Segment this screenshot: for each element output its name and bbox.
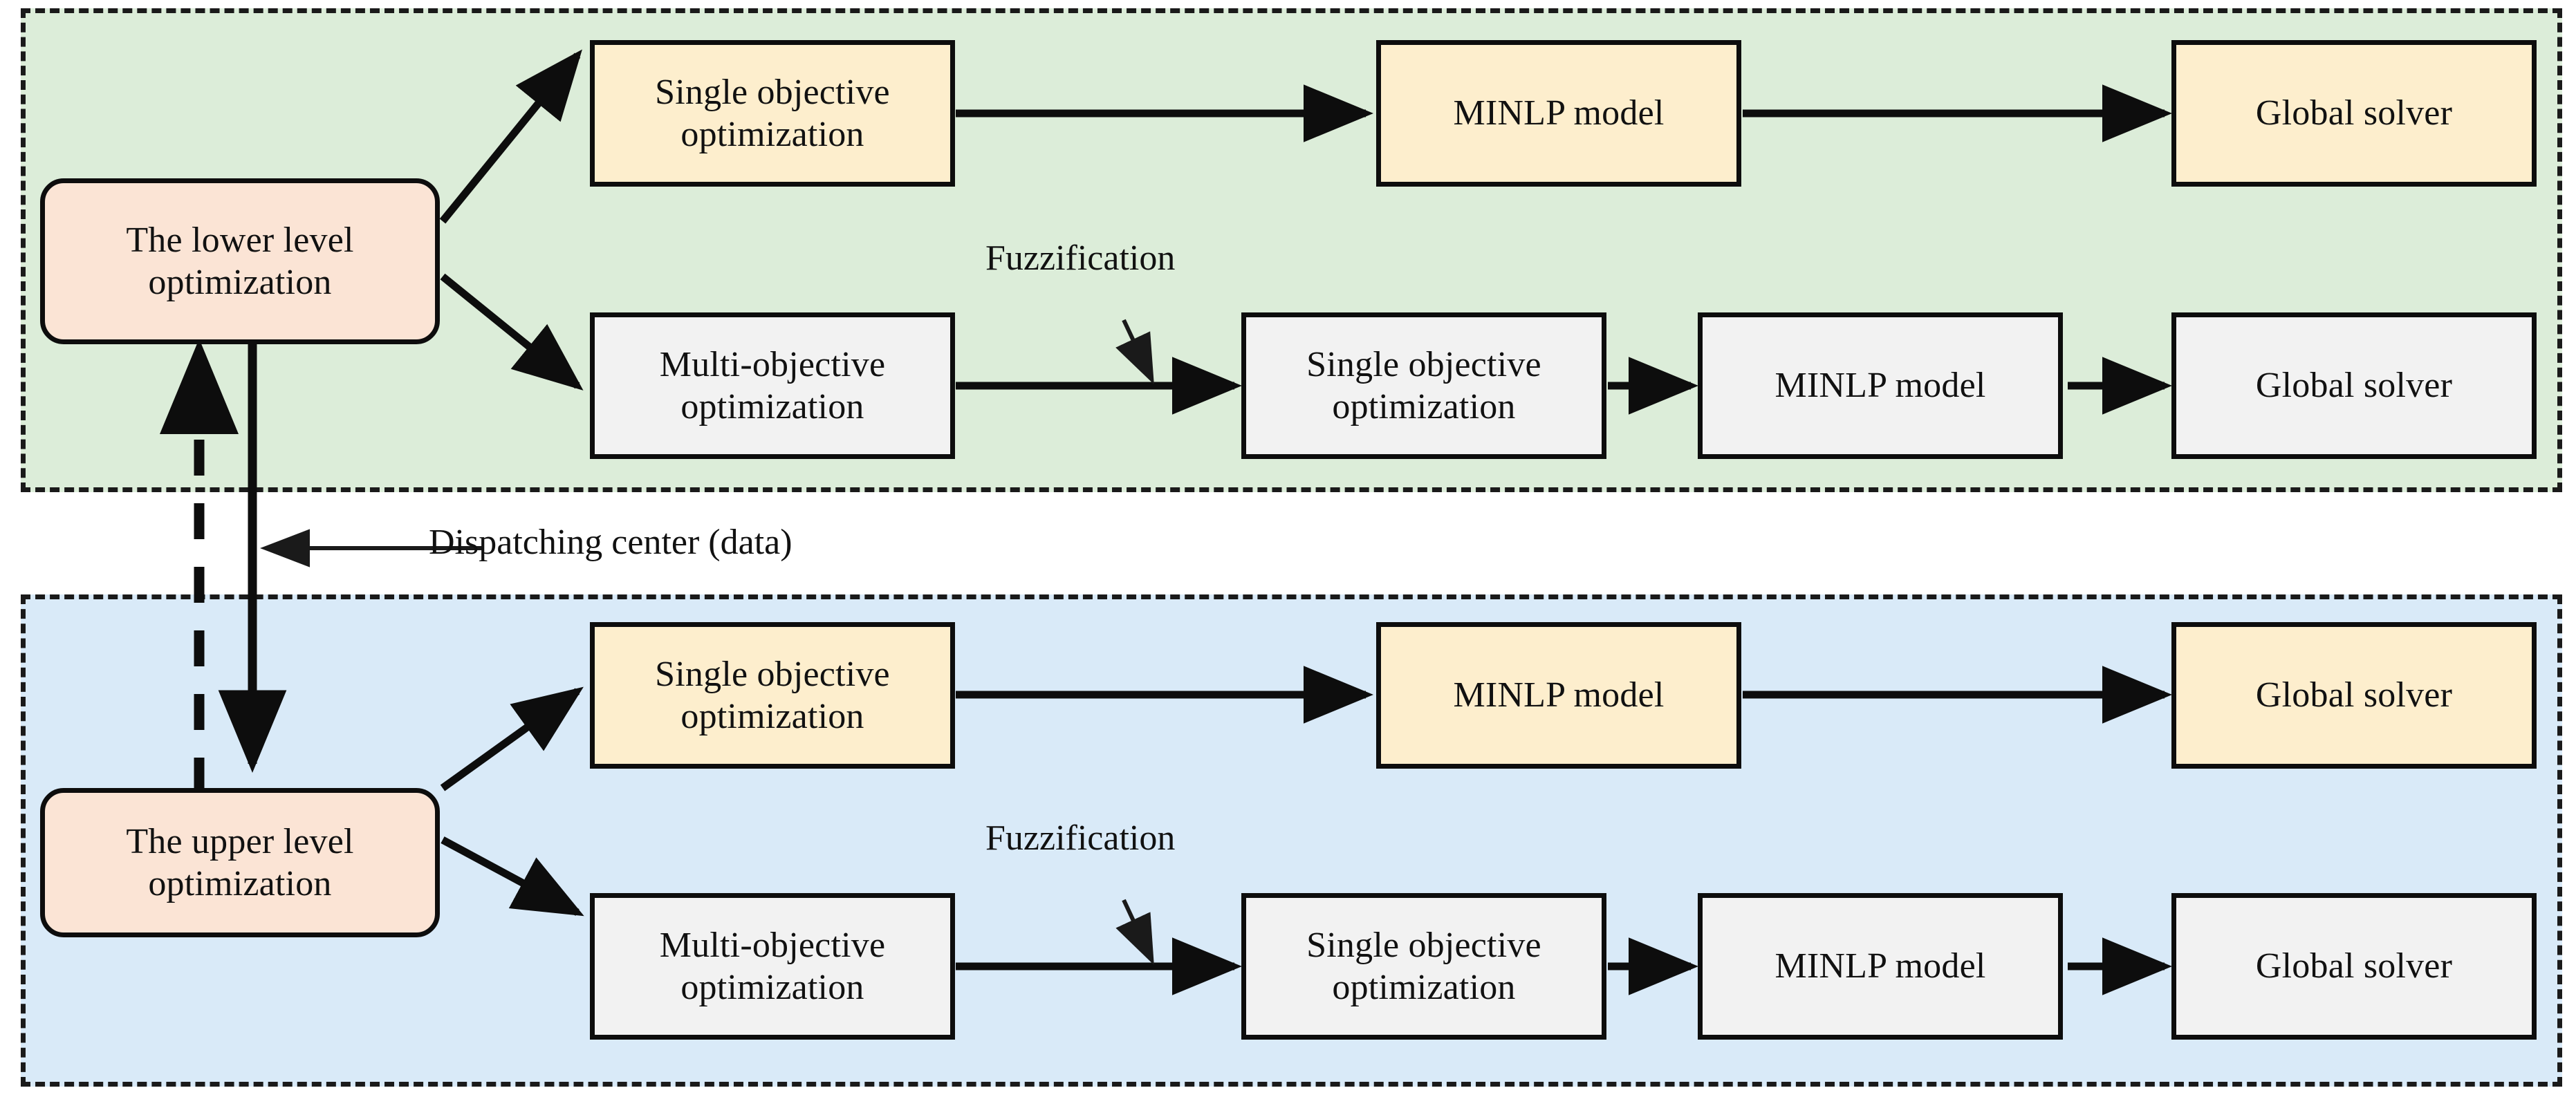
node-label: Global solver bbox=[2255, 675, 2453, 715]
label-fuzzification-upper: Fuzzification bbox=[985, 818, 1176, 858]
node-upper-single-objective-optimization[interactable]: Single objective optimization bbox=[590, 622, 955, 769]
node-upper-single-objective-optimization-2[interactable]: Single objective optimization bbox=[1241, 893, 1606, 1040]
node-label-line2: optimization bbox=[680, 697, 864, 736]
node-lower-global-solver[interactable]: Global solver bbox=[2171, 40, 2537, 187]
node-label-line1: Multi-objective bbox=[659, 925, 886, 965]
node-upper-minlp-model-2[interactable]: MINLP model bbox=[1698, 893, 2063, 1040]
node-label: MINLP model bbox=[1453, 675, 1665, 715]
node-lower-multi-objective-optimization[interactable]: Multi-objective optimization bbox=[590, 312, 955, 459]
node-label-line1: Single objective bbox=[655, 72, 890, 112]
node-label-line2: optimization bbox=[680, 968, 864, 1007]
node-upper-multi-objective-optimization[interactable]: Multi-objective optimization bbox=[590, 893, 955, 1040]
label-fuzzification-lower: Fuzzification bbox=[985, 238, 1176, 278]
label-dispatching-center: Dispatching center (data) bbox=[429, 523, 793, 562]
node-label-line1: Single objective bbox=[655, 654, 890, 694]
node-label: Multi-objective optimization bbox=[660, 344, 885, 429]
node-label-line1: Single objective bbox=[1306, 925, 1541, 965]
node-label-line2: optimization bbox=[148, 864, 332, 903]
node-lower-single-objective-optimization-2[interactable]: Single objective optimization bbox=[1241, 312, 1606, 459]
node-label: MINLP model bbox=[1775, 946, 1986, 986]
node-label-line2: optimization bbox=[680, 387, 864, 426]
node-label: MINLP model bbox=[1453, 93, 1665, 133]
node-label: Single objective optimization bbox=[1306, 924, 1541, 1009]
node-lower-single-objective-optimization[interactable]: Single objective optimization bbox=[590, 40, 955, 187]
node-label: The upper level optimization bbox=[126, 821, 353, 906]
node-label-line2: optimization bbox=[148, 263, 332, 302]
node-label-line2: optimization bbox=[1332, 387, 1516, 426]
node-label-line2: optimization bbox=[680, 115, 864, 154]
node-label: The lower level optimization bbox=[126, 219, 353, 304]
node-label: Single objective optimization bbox=[655, 653, 890, 738]
node-label-line1: The upper level bbox=[126, 821, 354, 861]
node-label: MINLP model bbox=[1775, 366, 1986, 406]
node-upper-minlp-model[interactable]: MINLP model bbox=[1376, 622, 1741, 769]
node-label-line1: The lower level bbox=[126, 220, 354, 260]
node-label: Single objective optimization bbox=[655, 71, 890, 156]
node-lower-minlp-model-2[interactable]: MINLP model bbox=[1698, 312, 2063, 459]
node-label-line1: Single objective bbox=[1306, 344, 1541, 384]
node-lower-level-optimization[interactable]: The lower level optimization bbox=[40, 178, 440, 344]
node-lower-global-solver-2[interactable]: Global solver bbox=[2171, 312, 2537, 459]
node-upper-level-optimization[interactable]: The upper level optimization bbox=[40, 788, 440, 937]
node-label: Global solver bbox=[2255, 366, 2453, 406]
node-label: Global solver bbox=[2255, 946, 2453, 986]
node-label: Single objective optimization bbox=[1306, 344, 1541, 429]
node-label-line2: optimization bbox=[1332, 968, 1516, 1007]
node-lower-minlp-model[interactable]: MINLP model bbox=[1376, 40, 1741, 187]
node-label-line1: Multi-objective bbox=[659, 344, 886, 384]
node-upper-global-solver[interactable]: Global solver bbox=[2171, 622, 2537, 769]
node-label: Global solver bbox=[2255, 93, 2453, 133]
node-upper-global-solver-2[interactable]: Global solver bbox=[2171, 893, 2537, 1040]
node-label: Multi-objective optimization bbox=[660, 924, 885, 1009]
